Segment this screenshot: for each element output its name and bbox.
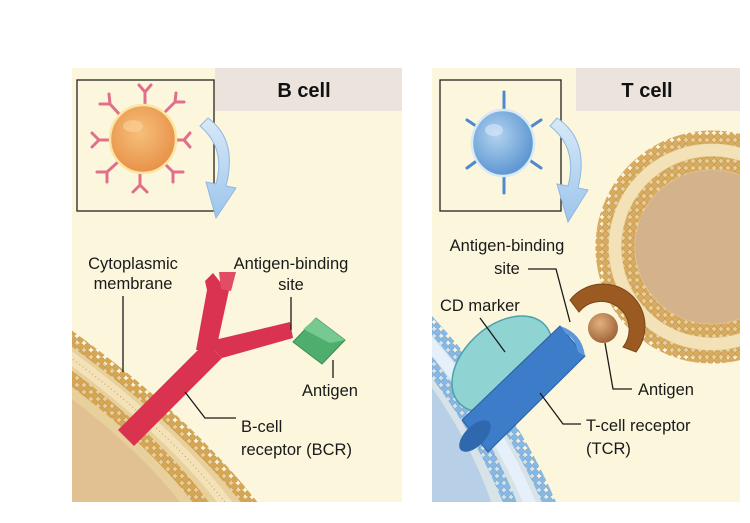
t-cell-receptor (459, 325, 586, 453)
t-cell-inset (439, 79, 562, 212)
t-cell-panel: T cell (432, 68, 740, 502)
b-antigen-label: Antigen (302, 382, 358, 400)
cd-marker-leader (479, 317, 506, 353)
b-receptor-leader (184, 391, 236, 419)
t-antigen-cup (569, 283, 646, 353)
antigen-presenting-cell (595, 130, 740, 364)
t-antigen (588, 313, 618, 343)
b-binding-site-label-line2: site (278, 276, 304, 294)
b-panel-title: B cell (277, 80, 330, 102)
t-binding-site-label-line1: Antigen-binding (450, 237, 565, 255)
b-receptor-label-line2: receptor (BCR) (241, 441, 352, 459)
cd-marker-label: CD marker (440, 297, 520, 315)
t-antigen-label: Antigen (638, 381, 694, 399)
t-receptor-label-line2: (TCR) (586, 440, 631, 458)
t-panel-title: T cell (621, 80, 672, 102)
b-cell-inset (76, 79, 215, 212)
t-binding-site-label-line2: site (494, 260, 520, 278)
b-cell-receptor (118, 272, 293, 446)
b-zoom-arrow (199, 117, 237, 220)
b-receptor-label-line1: B-cell (241, 418, 282, 436)
t-antigen-leader (604, 342, 632, 390)
t-receptor-label-line1: T-cell receptor (586, 417, 691, 435)
t-cell-body (470, 108, 536, 178)
b-cytoplasmic-membrane (72, 330, 258, 502)
t-binding-site-leader (528, 268, 571, 323)
t-title-bar (576, 68, 740, 111)
b-membrane-label-line2: membrane (94, 275, 173, 293)
b-membrane-label-line1: Cytoplasmic (88, 255, 178, 273)
t-zoom-arrow (549, 117, 589, 224)
b-cell-panel: B cell (72, 68, 402, 502)
b-title-bar (215, 68, 402, 111)
t-receptor-leader (539, 392, 581, 425)
b-cell-body (108, 103, 178, 175)
b-binding-site-label-line1: Antigen-binding (234, 255, 349, 273)
